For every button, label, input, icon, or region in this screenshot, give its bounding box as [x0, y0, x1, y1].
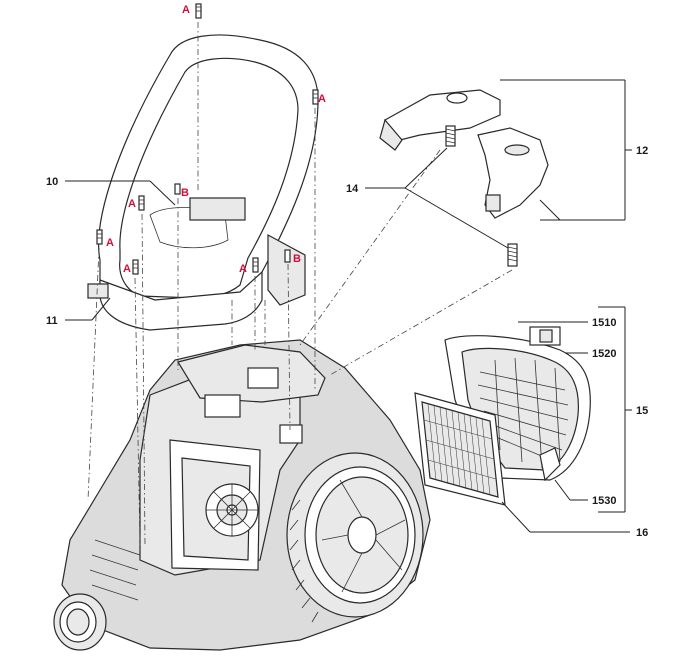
screw-icon	[138, 195, 145, 211]
callout-11: 11	[46, 315, 58, 327]
spring-part-14	[445, 125, 518, 267]
screw-icon	[195, 3, 202, 19]
callout-14: 14	[346, 183, 359, 195]
screw-icon	[96, 229, 103, 245]
top-cover-part-12	[379, 89, 549, 219]
callout-12: 12	[636, 145, 648, 157]
callout-10: 10	[46, 176, 58, 188]
callout-1530: 1530	[592, 495, 616, 507]
screw-label-a: A	[239, 263, 247, 275]
callout-16: 16	[636, 527, 648, 539]
hose-inlet	[53, 593, 107, 651]
screw-icon	[252, 257, 259, 273]
assembly-lines	[87, 22, 513, 546]
screw-icon	[174, 183, 181, 195]
callout-1520: 1520	[592, 348, 616, 360]
screw-label-a: A	[123, 263, 131, 275]
screw-label-a: A	[182, 4, 190, 16]
spring-icon	[445, 125, 456, 147]
screw-label-b: B	[293, 253, 301, 265]
hepa-filter-part-16	[414, 392, 506, 506]
handle-frame-part-10	[87, 34, 319, 331]
screws	[96, 3, 319, 275]
leader-lines	[65, 79, 632, 533]
screw-icon	[312, 89, 319, 105]
screw-label-a: A	[106, 237, 114, 249]
vacuum-body-housing	[53, 339, 431, 651]
screw-icon	[132, 259, 139, 275]
callout-15: 15	[636, 405, 648, 417]
screw-label-a: A	[128, 198, 136, 210]
spring-icon	[507, 243, 518, 267]
screw-label-b: B	[181, 187, 189, 199]
screw-label-a: A	[318, 93, 326, 105]
rear-wheel	[286, 452, 424, 623]
screw-icon	[284, 249, 291, 263]
callout-1510: 1510	[592, 317, 616, 329]
